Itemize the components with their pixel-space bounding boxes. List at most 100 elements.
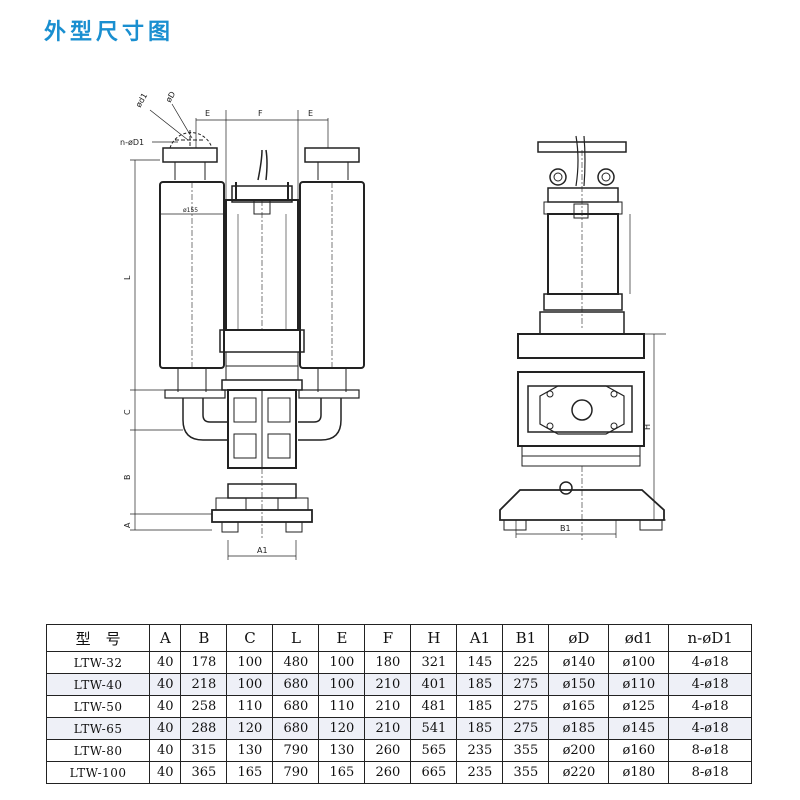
- cell: ø100: [608, 651, 670, 674]
- cell: 178: [180, 651, 228, 674]
- label-d1: ød1: [134, 91, 149, 109]
- cell: 100: [226, 651, 274, 674]
- cell: 365: [180, 761, 228, 784]
- cell: ø220: [548, 761, 610, 784]
- label-B1: B1: [560, 524, 571, 533]
- label-A1: A1: [257, 546, 268, 555]
- cell: ø145: [608, 717, 670, 740]
- cell: 565: [410, 739, 458, 762]
- cell: 225: [502, 651, 550, 674]
- table-row: LTW-100 40 365 165 790 165 260 665 235 3…: [45, 761, 752, 784]
- cell: ø180: [608, 761, 670, 784]
- cell: 120: [318, 717, 366, 740]
- cell: ø140: [548, 651, 610, 674]
- cell: ø165: [548, 695, 610, 718]
- cell: 680: [272, 695, 320, 718]
- cell: 165: [226, 761, 274, 784]
- cell: 40: [149, 673, 182, 696]
- cell: 185: [456, 673, 504, 696]
- cell: 40: [149, 651, 182, 674]
- cell: 315: [180, 739, 228, 762]
- cell: 185: [456, 695, 504, 718]
- label-diam155: ø155: [183, 207, 198, 214]
- cell: 100: [318, 651, 366, 674]
- label-A: A: [123, 522, 132, 528]
- cell: 680: [272, 673, 320, 696]
- cell: ø160: [608, 739, 670, 762]
- col-header: øD: [548, 624, 610, 652]
- cell: 100: [318, 673, 366, 696]
- cell: 130: [226, 739, 274, 762]
- page-title: 外型尺寸图: [44, 20, 175, 45]
- cell: 275: [502, 673, 550, 696]
- cell: LTW-80: [45, 739, 151, 762]
- cell: 321: [410, 651, 458, 674]
- cell: 218: [180, 673, 228, 696]
- cell: 480: [272, 651, 320, 674]
- col-header: A1: [456, 624, 504, 652]
- cell: 40: [149, 739, 182, 762]
- cell: 258: [180, 695, 228, 718]
- cell: ø125: [608, 695, 670, 718]
- col-header: 型 号: [45, 624, 151, 652]
- col-header: E: [318, 624, 366, 652]
- cell: 185: [456, 717, 504, 740]
- cell: 680: [272, 717, 320, 740]
- label-E-left: E: [205, 109, 210, 118]
- cell: 120: [226, 717, 274, 740]
- cell: 275: [502, 695, 550, 718]
- cell: LTW-100: [45, 761, 151, 784]
- col-header: B1: [502, 624, 550, 652]
- cell: 110: [318, 695, 366, 718]
- label-D: øD: [164, 90, 177, 104]
- cell: 165: [318, 761, 366, 784]
- cell: 235: [456, 761, 504, 784]
- cell: ø150: [548, 673, 610, 696]
- cell: LTW-50: [45, 695, 151, 718]
- cell: 235: [456, 739, 504, 762]
- col-header: L: [272, 624, 320, 652]
- cell: 541: [410, 717, 458, 740]
- cell: LTW-65: [45, 717, 151, 740]
- cell: ø200: [548, 739, 610, 762]
- cell: 4-ø18: [668, 717, 752, 740]
- dimension-table: 型 号 A B C L E F H A1 B1 øD ød1 n-øD1 LTW…: [45, 624, 752, 784]
- cell: 130: [318, 739, 366, 762]
- cell: 790: [272, 761, 320, 784]
- front-view: [130, 103, 365, 560]
- label-nD1: n-øD1: [120, 138, 144, 147]
- cell: 40: [149, 761, 182, 784]
- cell: LTW-32: [45, 651, 151, 674]
- cell: 355: [502, 739, 550, 762]
- cell: 8-ø18: [668, 739, 752, 762]
- side-view: [499, 135, 666, 540]
- table-row: LTW-32 40 178 100 480 100 180 321 145 22…: [45, 651, 752, 674]
- cell: 4-ø18: [668, 651, 752, 674]
- label-C: C: [123, 409, 132, 415]
- cell: 180: [364, 651, 412, 674]
- cell: 210: [364, 717, 412, 740]
- label-H: H: [643, 424, 652, 430]
- cell: 288: [180, 717, 228, 740]
- cell: ø110: [608, 673, 670, 696]
- cell: 100: [226, 673, 274, 696]
- col-header: n-øD1: [668, 624, 752, 652]
- cell: 210: [364, 695, 412, 718]
- label-L: L: [123, 275, 132, 280]
- label-B: B: [123, 475, 132, 481]
- col-header: F: [364, 624, 412, 652]
- table-row: LTW-50 40 258 110 680 110 210 481 185 27…: [45, 695, 752, 718]
- cell: 40: [149, 695, 182, 718]
- col-header: H: [410, 624, 458, 652]
- table-row: LTW-40 40 218 100 680 100 210 401 185 27…: [45, 673, 752, 696]
- cell: 401: [410, 673, 458, 696]
- table-row: LTW-80 40 315 130 790 130 260 565 235 35…: [45, 739, 752, 762]
- cell: 210: [364, 673, 412, 696]
- cell: 40: [149, 717, 182, 740]
- cell: LTW-40: [45, 673, 151, 696]
- cell: 4-ø18: [668, 673, 752, 696]
- cell: ø185: [548, 717, 610, 740]
- col-header: ød1: [608, 624, 670, 652]
- cell: 4-ø18: [668, 695, 752, 718]
- cell: 110: [226, 695, 274, 718]
